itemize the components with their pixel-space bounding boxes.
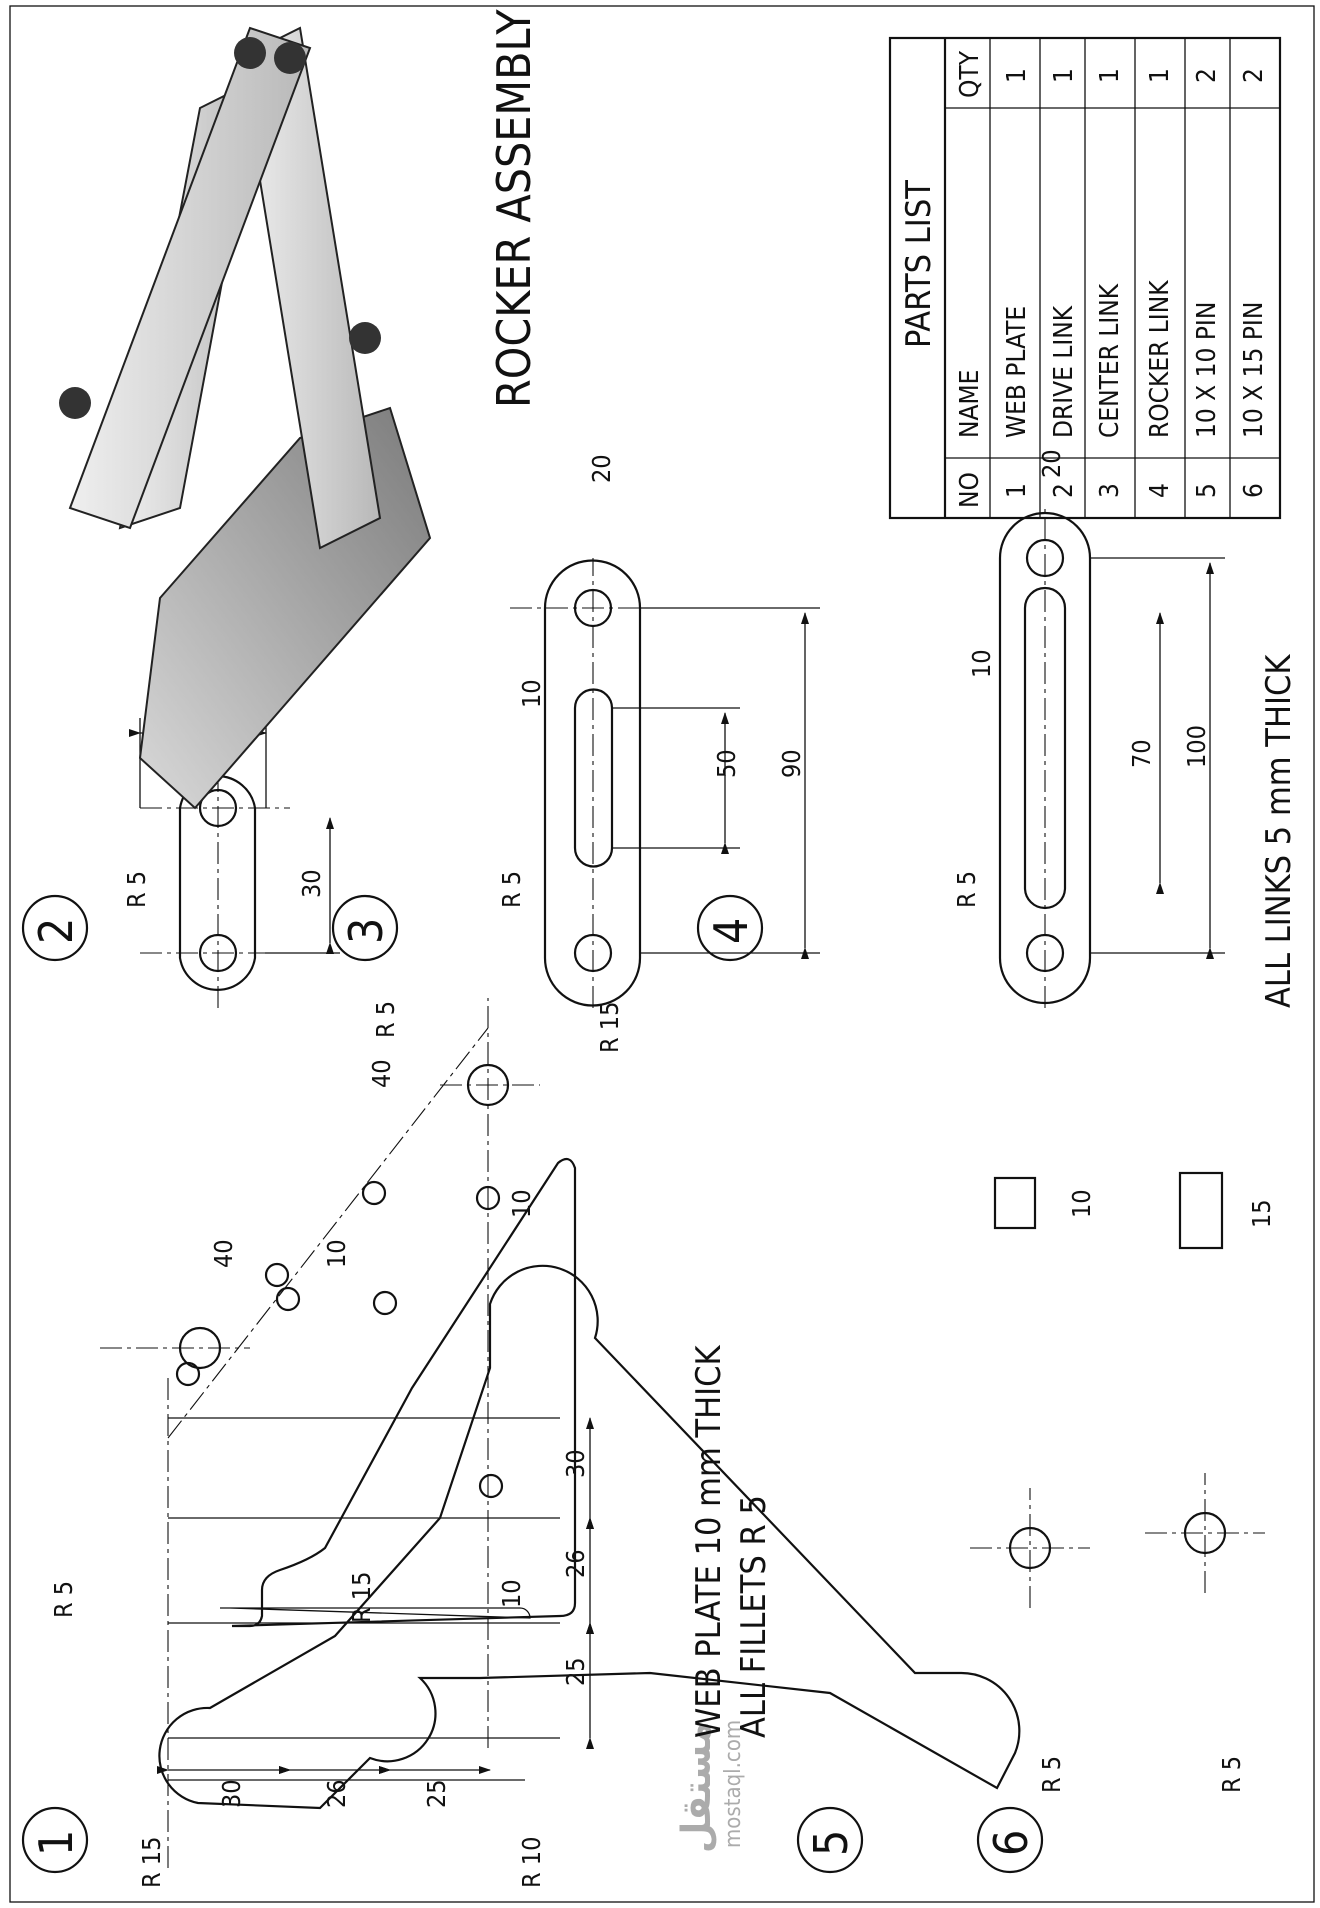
pin-10x15-view: R 5 15 [1145, 1171, 1276, 1793]
web-plate-outline [158, 1264, 1021, 1810]
parts-list-cell-qty: 1 [1145, 68, 1175, 83]
parts-list-cell-name: 10 X 10 PIN [1192, 302, 1222, 438]
dim-r15-inner: R 15 [347, 1572, 376, 1623]
dim-r15-bottom: R 15 [137, 1837, 166, 1888]
center-link-r5: R 5 [497, 871, 526, 908]
dim-26-bottom: 26 [322, 1779, 351, 1808]
parts-list-col-no: NO [955, 472, 985, 508]
pin-10x15-side-view [1178, 1171, 1224, 1250]
dim-10-diag: 10 [322, 1239, 351, 1268]
web-plate-hole [264, 1262, 290, 1288]
parts-list-cell-no: 2 [1049, 483, 1079, 498]
part-label-1: 1 [29, 1830, 83, 1856]
pin-10x15-dim-15: 15 [1247, 1199, 1276, 1228]
web-plate-hole [372, 1290, 398, 1316]
center-link-dim-90: 90 [777, 749, 806, 778]
centerline [167, 1027, 489, 1439]
watermark-latin: mostaql.com [721, 1720, 746, 1848]
web-plate-hole [275, 1286, 301, 1312]
note-web-plate-fillets: ALL FILLETS R 5 [734, 1495, 774, 1738]
parts-list-heading: PARTS LIST [899, 180, 939, 348]
assembly-isometric-view: ROCKER ASSEMBLY [59, 9, 541, 810]
rocker-link-view: R 5 10 70 100 20 ALL LINKS 5 mm THICK [952, 449, 1299, 1008]
dim-10-vert: 10 [497, 1579, 526, 1608]
web-plate-inner-cutout [231, 1157, 577, 1628]
dim-30-right: 30 [561, 1449, 590, 1478]
center-link-view: R 5 10 50 90 20 [497, 454, 820, 1008]
center-link-dim-10: 10 [517, 679, 546, 708]
parts-list-cell-qty: 2 [1192, 68, 1222, 83]
watermark-arabic: مستقل [674, 1721, 720, 1853]
note-web-plate-thickness: WEB PLATE 10 mm THICK [689, 1344, 729, 1738]
parts-list-col-qty: QTY [955, 50, 985, 98]
parts-list-cell-no: 1 [1002, 483, 1032, 498]
parts-list-cell-name: 10 X 15 PIN [1239, 302, 1269, 438]
pin-10x10-side-view [993, 1176, 1037, 1230]
part-label-6: 6 [984, 1830, 1038, 1856]
dim-40-upper: 40 [367, 1059, 396, 1088]
dim-10-horiz: 10 [507, 1189, 536, 1218]
watermark: مستقل mostaql.com [674, 1720, 746, 1853]
part-label-5: 5 [804, 1830, 858, 1856]
parts-list-cell-qty: 1 [1095, 68, 1125, 83]
rocker-link-dim-100: 100 [1182, 725, 1211, 768]
parts-list-table: PARTS LIST NO NAME QTY 1 WEB PLATE 1 2 D… [888, 36, 1282, 520]
dim-25-right: 25 [561, 1657, 590, 1686]
dim-26-right: 26 [561, 1549, 590, 1578]
parts-list-cell-no: 4 [1145, 483, 1175, 498]
web-plate-view: 25 26 30 R 15 30 26 25 R 15 R 10 10 10 4… [49, 998, 1021, 1888]
parts-list-cell-name: DRIVE LINK [1049, 305, 1079, 438]
dim-40-lower: 40 [209, 1239, 238, 1268]
web-plate-hole [478, 1473, 504, 1499]
dim-r5-right: R 5 [371, 1001, 400, 1038]
web-plate-hole [175, 1361, 201, 1387]
web-plate-hole [361, 1180, 387, 1206]
pin-10x10-view: R 5 10 [970, 1176, 1096, 1793]
parts-list-cell-qty: 1 [1049, 68, 1079, 83]
parts-list-cell-no: 3 [1095, 483, 1125, 498]
web-plate-triangle-cutout [220, 1607, 531, 1619]
rocker-link-r5: R 5 [952, 871, 981, 908]
dim-r10: R 10 [517, 1837, 546, 1888]
center-link-dim-20: 20 [587, 454, 616, 483]
parts-list-cell-name: WEB PLATE [1002, 306, 1032, 438]
parts-list-cell-qty: 1 [1002, 68, 1032, 83]
part-labels: 1 2 3 4 5 6 [21, 894, 1044, 1874]
dim-r15-top: R 15 [595, 1002, 624, 1053]
drive-link-dim-30: 30 [297, 869, 326, 898]
part-label-circle [21, 1806, 89, 1874]
drive-link-r5: R 5 [122, 871, 151, 908]
dim-30-bottom: 30 [217, 1779, 246, 1808]
rocker-link-dim-20: 20 [1037, 449, 1066, 478]
rocker-link-slot [1023, 586, 1067, 910]
parts-list-cell-no: 6 [1239, 483, 1269, 498]
rocker-link-dim-70: 70 [1127, 739, 1156, 768]
part-label-4: 4 [704, 918, 758, 944]
pin-10x10-r5: R 5 [1037, 1756, 1066, 1793]
pin-10x10-dim-10: 10 [1067, 1189, 1096, 1218]
parts-list-cell-no: 5 [1192, 483, 1222, 498]
parts-list-col-name: NAME [955, 370, 985, 438]
note-links-thickness: ALL LINKS 5 mm THICK [1259, 654, 1299, 1008]
sheet-border [9, 5, 1315, 1903]
parts-list-cell-qty: 2 [1239, 68, 1269, 83]
parts-list-cell-name: CENTER LINK [1095, 283, 1125, 438]
pin-10x15-r5: R 5 [1217, 1756, 1246, 1793]
assembly-title: ROCKER ASSEMBLY [487, 9, 541, 408]
rocker-link-dim-10: 10 [967, 649, 996, 678]
part-label-3: 3 [339, 918, 393, 944]
parts-list-cell-name: ROCKER LINK [1145, 280, 1175, 438]
dim-r5-left: R 5 [49, 1581, 78, 1618]
dim-25-bottom: 25 [422, 1779, 451, 1808]
part-label-2: 2 [29, 918, 83, 944]
center-link-dim-50: 50 [712, 749, 741, 778]
